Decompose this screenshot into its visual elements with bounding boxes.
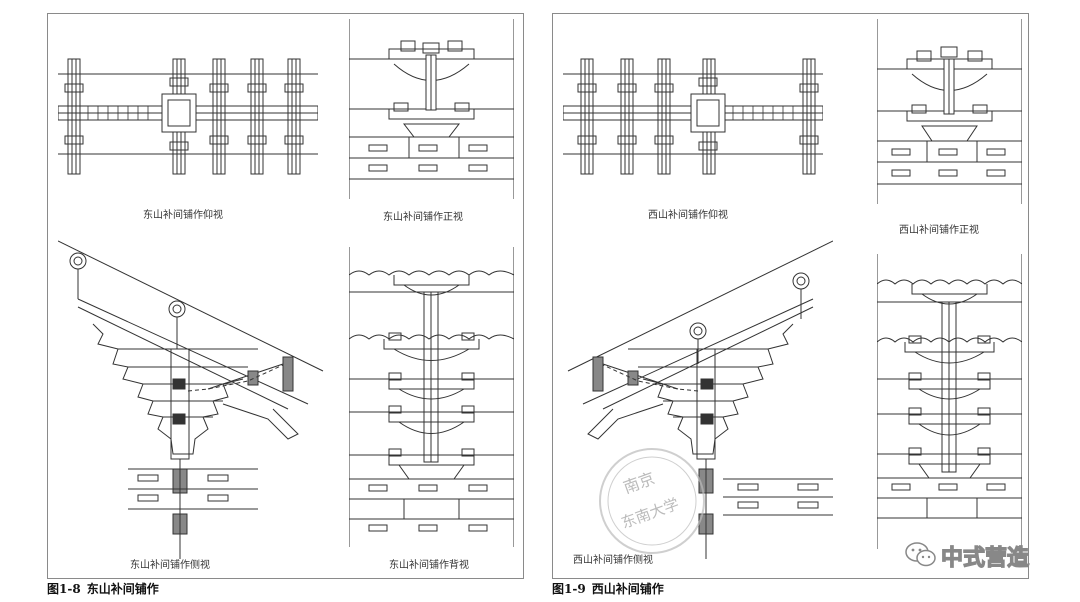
svg-text:东南大学: 东南大学: [619, 495, 682, 532]
right-front-view-label: 西山补间铺作正视: [899, 225, 979, 236]
right-figure-plate: 西山补间铺作仰视: [552, 13, 1029, 579]
right-front-view-drawing: [877, 19, 1022, 219]
right-back-view: [877, 254, 1022, 554]
left-bottom-view-label: 东山补间铺作仰视: [143, 210, 223, 221]
left-front-view: 东山补间铺作正视: [349, 19, 514, 223]
wechat-icon: [905, 542, 936, 567]
right-side-view: 西山补间铺作侧视: [558, 239, 833, 569]
left-back-view-label: 东山补间铺作背视: [389, 560, 469, 571]
right-side-view-label: 西山补间铺作侧视: [573, 555, 653, 566]
left-back-view: 东山补间铺作背视: [349, 247, 514, 571]
left-figure-caption: 图1-8 东山补间铺作: [47, 580, 165, 597]
left-front-view-label: 东山补间铺作正视: [383, 212, 463, 223]
watermark-text: 中式营造: [940, 545, 1030, 571]
university-seal-stamp: 南京 东南大学: [599, 448, 705, 554]
right-bottom-view-drawing: [563, 54, 823, 184]
left-figure-title: 东山补间铺作: [86, 582, 159, 596]
left-bottom-view-drawing: [58, 54, 318, 184]
right-figure-caption: 图1-9 西山补间铺作: [552, 580, 670, 597]
left-figure-plate: 东山补间铺作仰视: [47, 13, 524, 579]
left-bottom-view: 东山补间铺作仰视: [58, 54, 318, 221]
right-bottom-view-label: 西山补间铺作仰视: [648, 210, 728, 221]
right-figure-title: 西山补间铺作: [591, 582, 664, 596]
left-figure-number: 图1-8: [47, 582, 81, 596]
right-figure-number: 图1-9: [552, 582, 586, 596]
watermark-logo: 中式营造: [905, 538, 1055, 572]
left-side-view-label: 东山补间铺作侧视: [130, 560, 210, 571]
right-front-view: 西山补间铺作正视: [877, 19, 1022, 236]
right-bottom-view: 西山补间铺作仰视: [563, 54, 823, 221]
left-side-view: 东山补间铺作侧视: [58, 239, 338, 571]
svg-text:南京: 南京: [621, 468, 658, 497]
right-side-view-drawing: [558, 239, 833, 569]
left-side-view-drawing: [58, 239, 338, 569]
right-back-view-drawing: [877, 254, 1022, 554]
left-front-view-drawing: [349, 19, 514, 209]
left-back-view-drawing: [349, 247, 514, 567]
